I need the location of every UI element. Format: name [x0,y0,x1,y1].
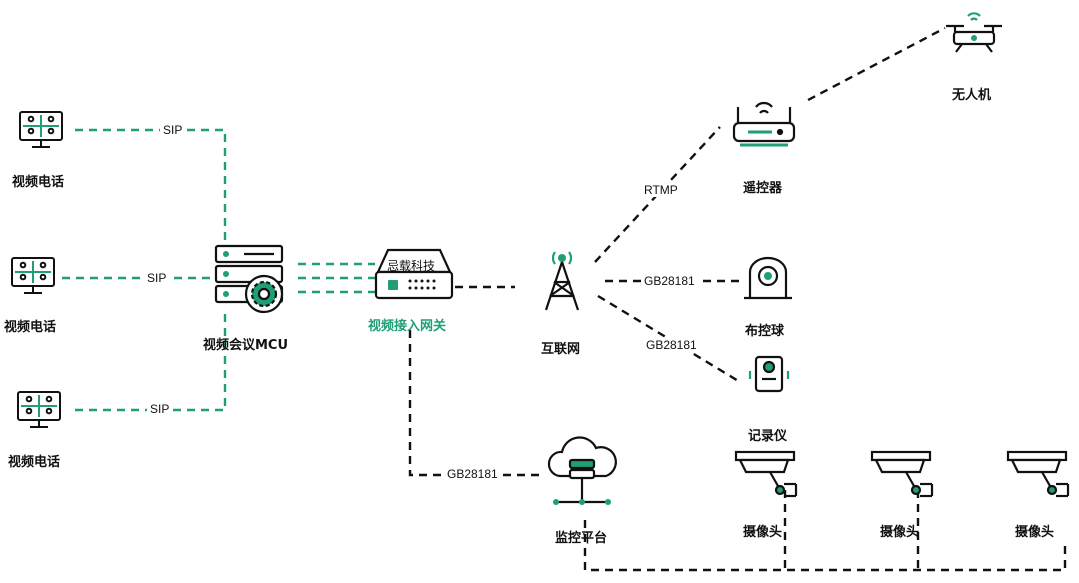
video-phone-icon [17,391,61,428]
drone-icon [946,12,1002,53]
edge-label-sip-top: SIP [160,123,186,137]
body-recorder-icon [748,355,790,393]
node-label-monitor-platform: 监控平台 [555,531,608,546]
edge-label-gb-ball: GB28181 [641,274,698,288]
cloud-server-icon [547,436,617,505]
antenna-tower-icon [544,251,580,311]
node-label-gateway: 视频接入网关 [368,319,447,334]
node-label-gateway-brand: 忌载科技 [387,259,436,273]
video-phone-icon [11,257,55,294]
edge-label-gb-platform: GB28181 [444,467,501,481]
gateway-device-icon [374,248,454,300]
security-camera-icon [1006,450,1070,498]
node-label-recorder: 记录仪 [748,429,788,444]
node-label-camera-2: 摄像头 [880,525,920,540]
node-label-phone-mid: 视频电话 [4,320,57,335]
edge-sip-bottom-line [75,312,227,412]
node-label-phone-bottom: 视频电话 [8,455,61,470]
node-label-camera-3: 摄像头 [1015,525,1055,540]
node-label-drone: 无人机 [952,88,992,103]
edge-sip-top-line [75,128,227,245]
edge-label-sip-mid: SIP [144,271,170,285]
edge-remote-drone [807,26,946,102]
node-label-mcu: 视频会议MCU [203,338,289,353]
edge-label-sip-bottom: SIP [147,402,173,416]
remote-router-icon [732,101,796,147]
server-gear-icon [214,244,284,314]
node-label-ball-camera: 布控球 [745,324,785,339]
node-label-remote: 遥控器 [743,181,783,196]
edge-label-gb-recorder: GB28181 [643,338,700,352]
node-label-internet: 互联网 [541,342,581,357]
edge-cameras-platform [583,490,1067,572]
security-camera-icon [870,450,934,498]
video-phone-icon [19,111,63,148]
edge-label-rtmp: RTMP [641,183,681,197]
node-label-phone-top: 视频电话 [12,175,65,190]
ball-camera-icon [744,256,792,300]
node-label-camera-1: 摄像头 [743,525,783,540]
security-camera-icon [734,450,798,498]
edge-gateway-platform [408,330,540,477]
